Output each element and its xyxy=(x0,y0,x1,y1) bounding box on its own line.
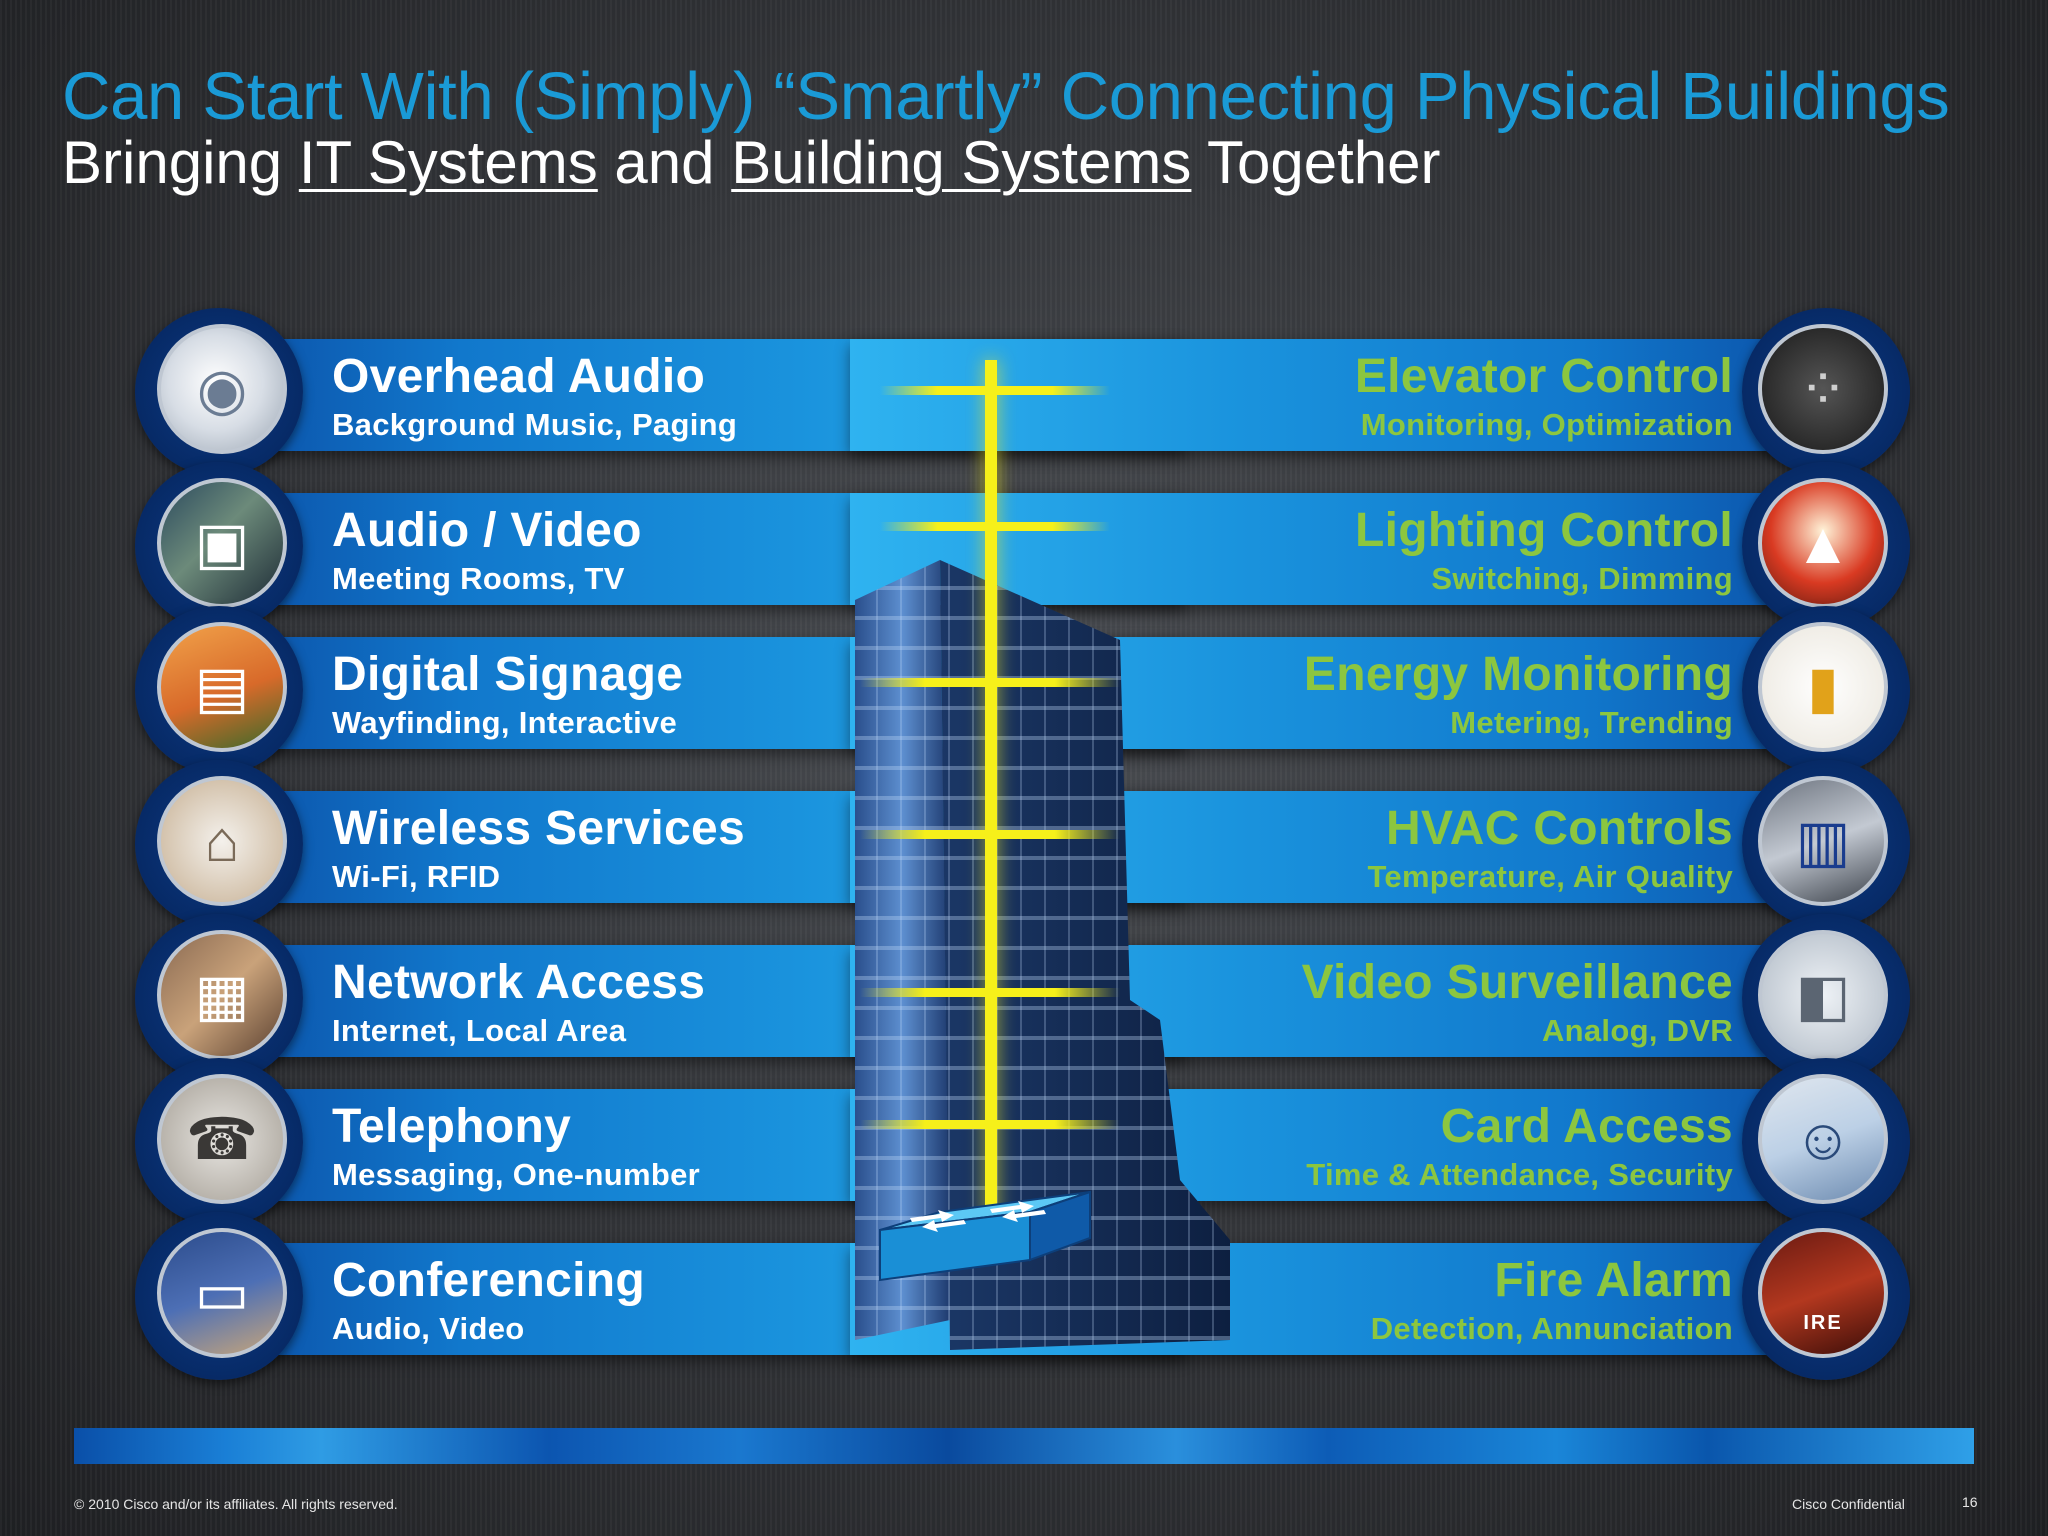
elevator-buttons-icon: ⁘ xyxy=(1758,324,1888,454)
row-text: Overhead Audio Background Music, Paging xyxy=(332,348,737,444)
row-text: HVAC Controls Temperature, Air Quality xyxy=(1367,800,1733,896)
connection-rung xyxy=(860,988,1120,997)
building-system-row-elevator-control: ⁘ Elevator Control Monitoring, Optimizat… xyxy=(850,296,1910,484)
building-illustration xyxy=(855,560,1230,1350)
confidential-label: Cisco Confidential xyxy=(1792,1496,1905,1512)
slide-title: Can Start With (Simply) “Smartly” Connec… xyxy=(62,59,1950,134)
item-name: Telephony xyxy=(332,1100,572,1153)
fire-alarm-icon: IRE xyxy=(1758,1228,1888,1358)
building-tower xyxy=(855,560,1230,1350)
connection-rung xyxy=(880,522,1110,531)
item-name: Audio / Video xyxy=(332,504,642,557)
meter-icon: ▮ xyxy=(1758,622,1888,752)
item-description: Detection, Annunciation xyxy=(1370,1311,1733,1346)
item-name: Digital Signage xyxy=(332,648,684,701)
thermostat-panel-icon: ▥ xyxy=(1758,776,1888,906)
row-text: Energy Monitoring Metering, Trending xyxy=(1304,646,1733,742)
row-text: Network Access Internet, Local Area xyxy=(332,954,705,1050)
item-name: Elevator Control xyxy=(1354,350,1733,403)
row-text: Audio / Video Meeting Rooms, TV xyxy=(332,502,642,598)
building-system-row-lighting-control: ▲ Lighting Control Switching, Dimming xyxy=(850,450,1910,638)
signage-display-icon: ▤ xyxy=(157,622,287,752)
connection-rung xyxy=(880,386,1110,395)
item-description: Metering, Trending xyxy=(1450,705,1733,740)
network-switch-icon xyxy=(879,1190,1091,1282)
subtitle-connector: and xyxy=(597,129,732,196)
item-name: Wireless Services xyxy=(332,802,745,855)
item-description: Background Music, Paging xyxy=(332,407,738,442)
item-name: HVAC Controls xyxy=(1385,802,1733,855)
item-description: Switching, Dimming xyxy=(1431,561,1733,596)
connection-rung xyxy=(860,1120,1120,1129)
item-description: Meeting Rooms, TV xyxy=(332,561,625,596)
item-description: Wi-Fi, RFID xyxy=(332,859,501,894)
connection-rung xyxy=(860,830,1120,839)
row-text: Video Surveillance Analog, DVR xyxy=(1302,954,1733,1050)
row-band xyxy=(850,493,1825,605)
item-description: Audio, Video xyxy=(332,1311,525,1346)
item-description: Analog, DVR xyxy=(1541,1013,1733,1048)
phone-icon: ☎ xyxy=(157,1074,287,1204)
fire-alarm-label: IRE xyxy=(1803,1311,1843,1334)
subtitle-prefix: Bringing xyxy=(62,129,299,196)
meeting-room-photo-icon: ▣ xyxy=(157,478,287,608)
item-description: Time & Attendance, Security xyxy=(1306,1157,1733,1192)
row-text: Card Access Time & Attendance, Security xyxy=(1306,1098,1733,1194)
item-name: Fire Alarm xyxy=(1494,1254,1733,1307)
item-description: Messaging, One-number xyxy=(332,1157,701,1192)
row-band xyxy=(850,339,1825,451)
item-name: Lighting Control xyxy=(1354,504,1733,557)
item-name: Video Surveillance xyxy=(1301,956,1733,1009)
video-conference-icon: ▭ xyxy=(157,1228,287,1358)
item-description: Monitoring, Optimization xyxy=(1360,407,1733,442)
row-text: Conferencing Audio, Video xyxy=(332,1252,645,1348)
row-text: Digital Signage Wayfinding, Interactive xyxy=(332,646,683,742)
item-description: Wayfinding, Interactive xyxy=(332,705,678,740)
subtitle-building-systems: Building Systems xyxy=(731,129,1192,196)
wireless-device-icon: ⌂ xyxy=(157,776,287,906)
row-text: Wireless Services Wi-Fi, RFID xyxy=(332,800,745,896)
item-name: Network Access xyxy=(332,956,706,1009)
item-name: Energy Monitoring xyxy=(1303,648,1733,701)
item-name: Overhead Audio xyxy=(332,350,706,403)
connection-spine xyxy=(985,360,997,1220)
lamp-icon: ▲ xyxy=(1758,478,1888,608)
item-description: Temperature, Air Quality xyxy=(1367,859,1733,894)
speaker-icon: ◉ xyxy=(157,324,287,454)
subtitle-suffix: Together xyxy=(1191,129,1441,196)
copyright-text: © 2010 Cisco and/or its affiliates. All … xyxy=(74,1496,398,1512)
building-system-row-hvac-controls: ▥ HVAC Controls Temperature, Air Quality xyxy=(850,748,1910,936)
row-text: Telephony Messaging, One-number xyxy=(332,1098,700,1194)
network-jack-icon: ▦ xyxy=(157,930,287,1060)
item-name: Card Access xyxy=(1440,1100,1733,1153)
footer-stripe xyxy=(74,1428,1974,1464)
security-camera-icon: ◧ xyxy=(1758,930,1888,1060)
subtitle-it-systems: IT Systems xyxy=(298,129,598,196)
row-text: Lighting Control Switching, Dimming xyxy=(1355,502,1733,598)
row-text: Elevator Control Monitoring, Optimizatio… xyxy=(1355,348,1733,444)
row-text: Fire Alarm Detection, Annunciation xyxy=(1371,1252,1733,1348)
slide-subtitle: Bringing IT Systems and Building Systems… xyxy=(62,128,1441,197)
item-name: Conferencing xyxy=(332,1254,645,1307)
connection-rung xyxy=(860,678,1120,687)
page-number: 16 xyxy=(1962,1494,1978,1510)
id-badge-icon: ☺ xyxy=(1758,1074,1888,1204)
item-description: Internet, Local Area xyxy=(332,1013,627,1048)
